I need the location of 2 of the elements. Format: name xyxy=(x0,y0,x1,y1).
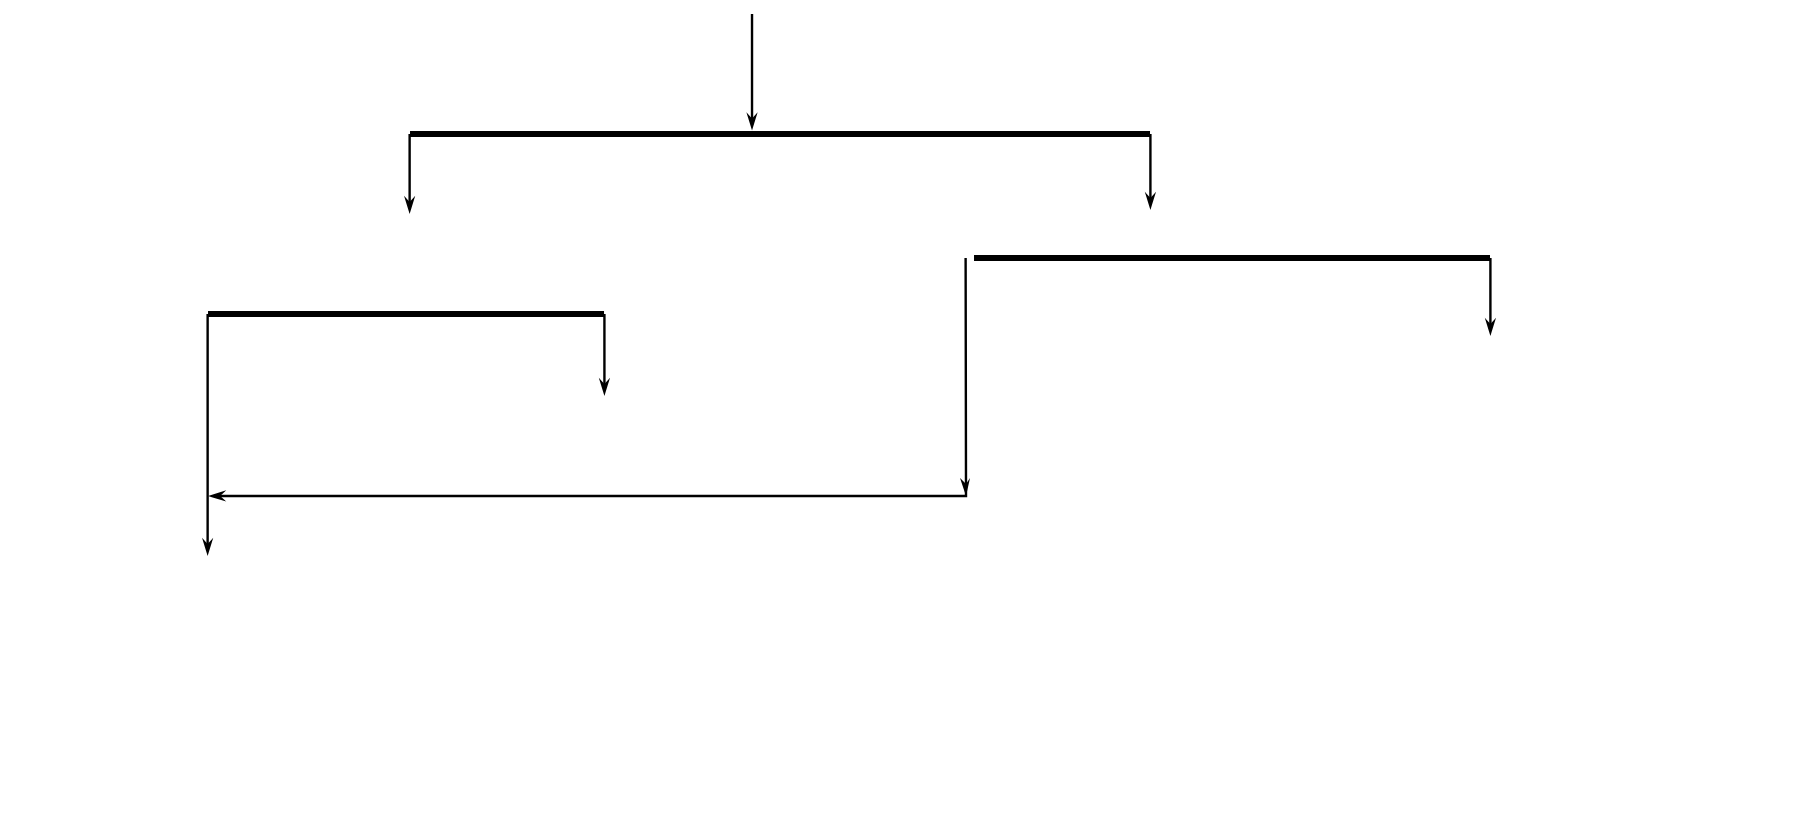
bar xyxy=(974,255,1490,261)
bar xyxy=(208,311,604,317)
